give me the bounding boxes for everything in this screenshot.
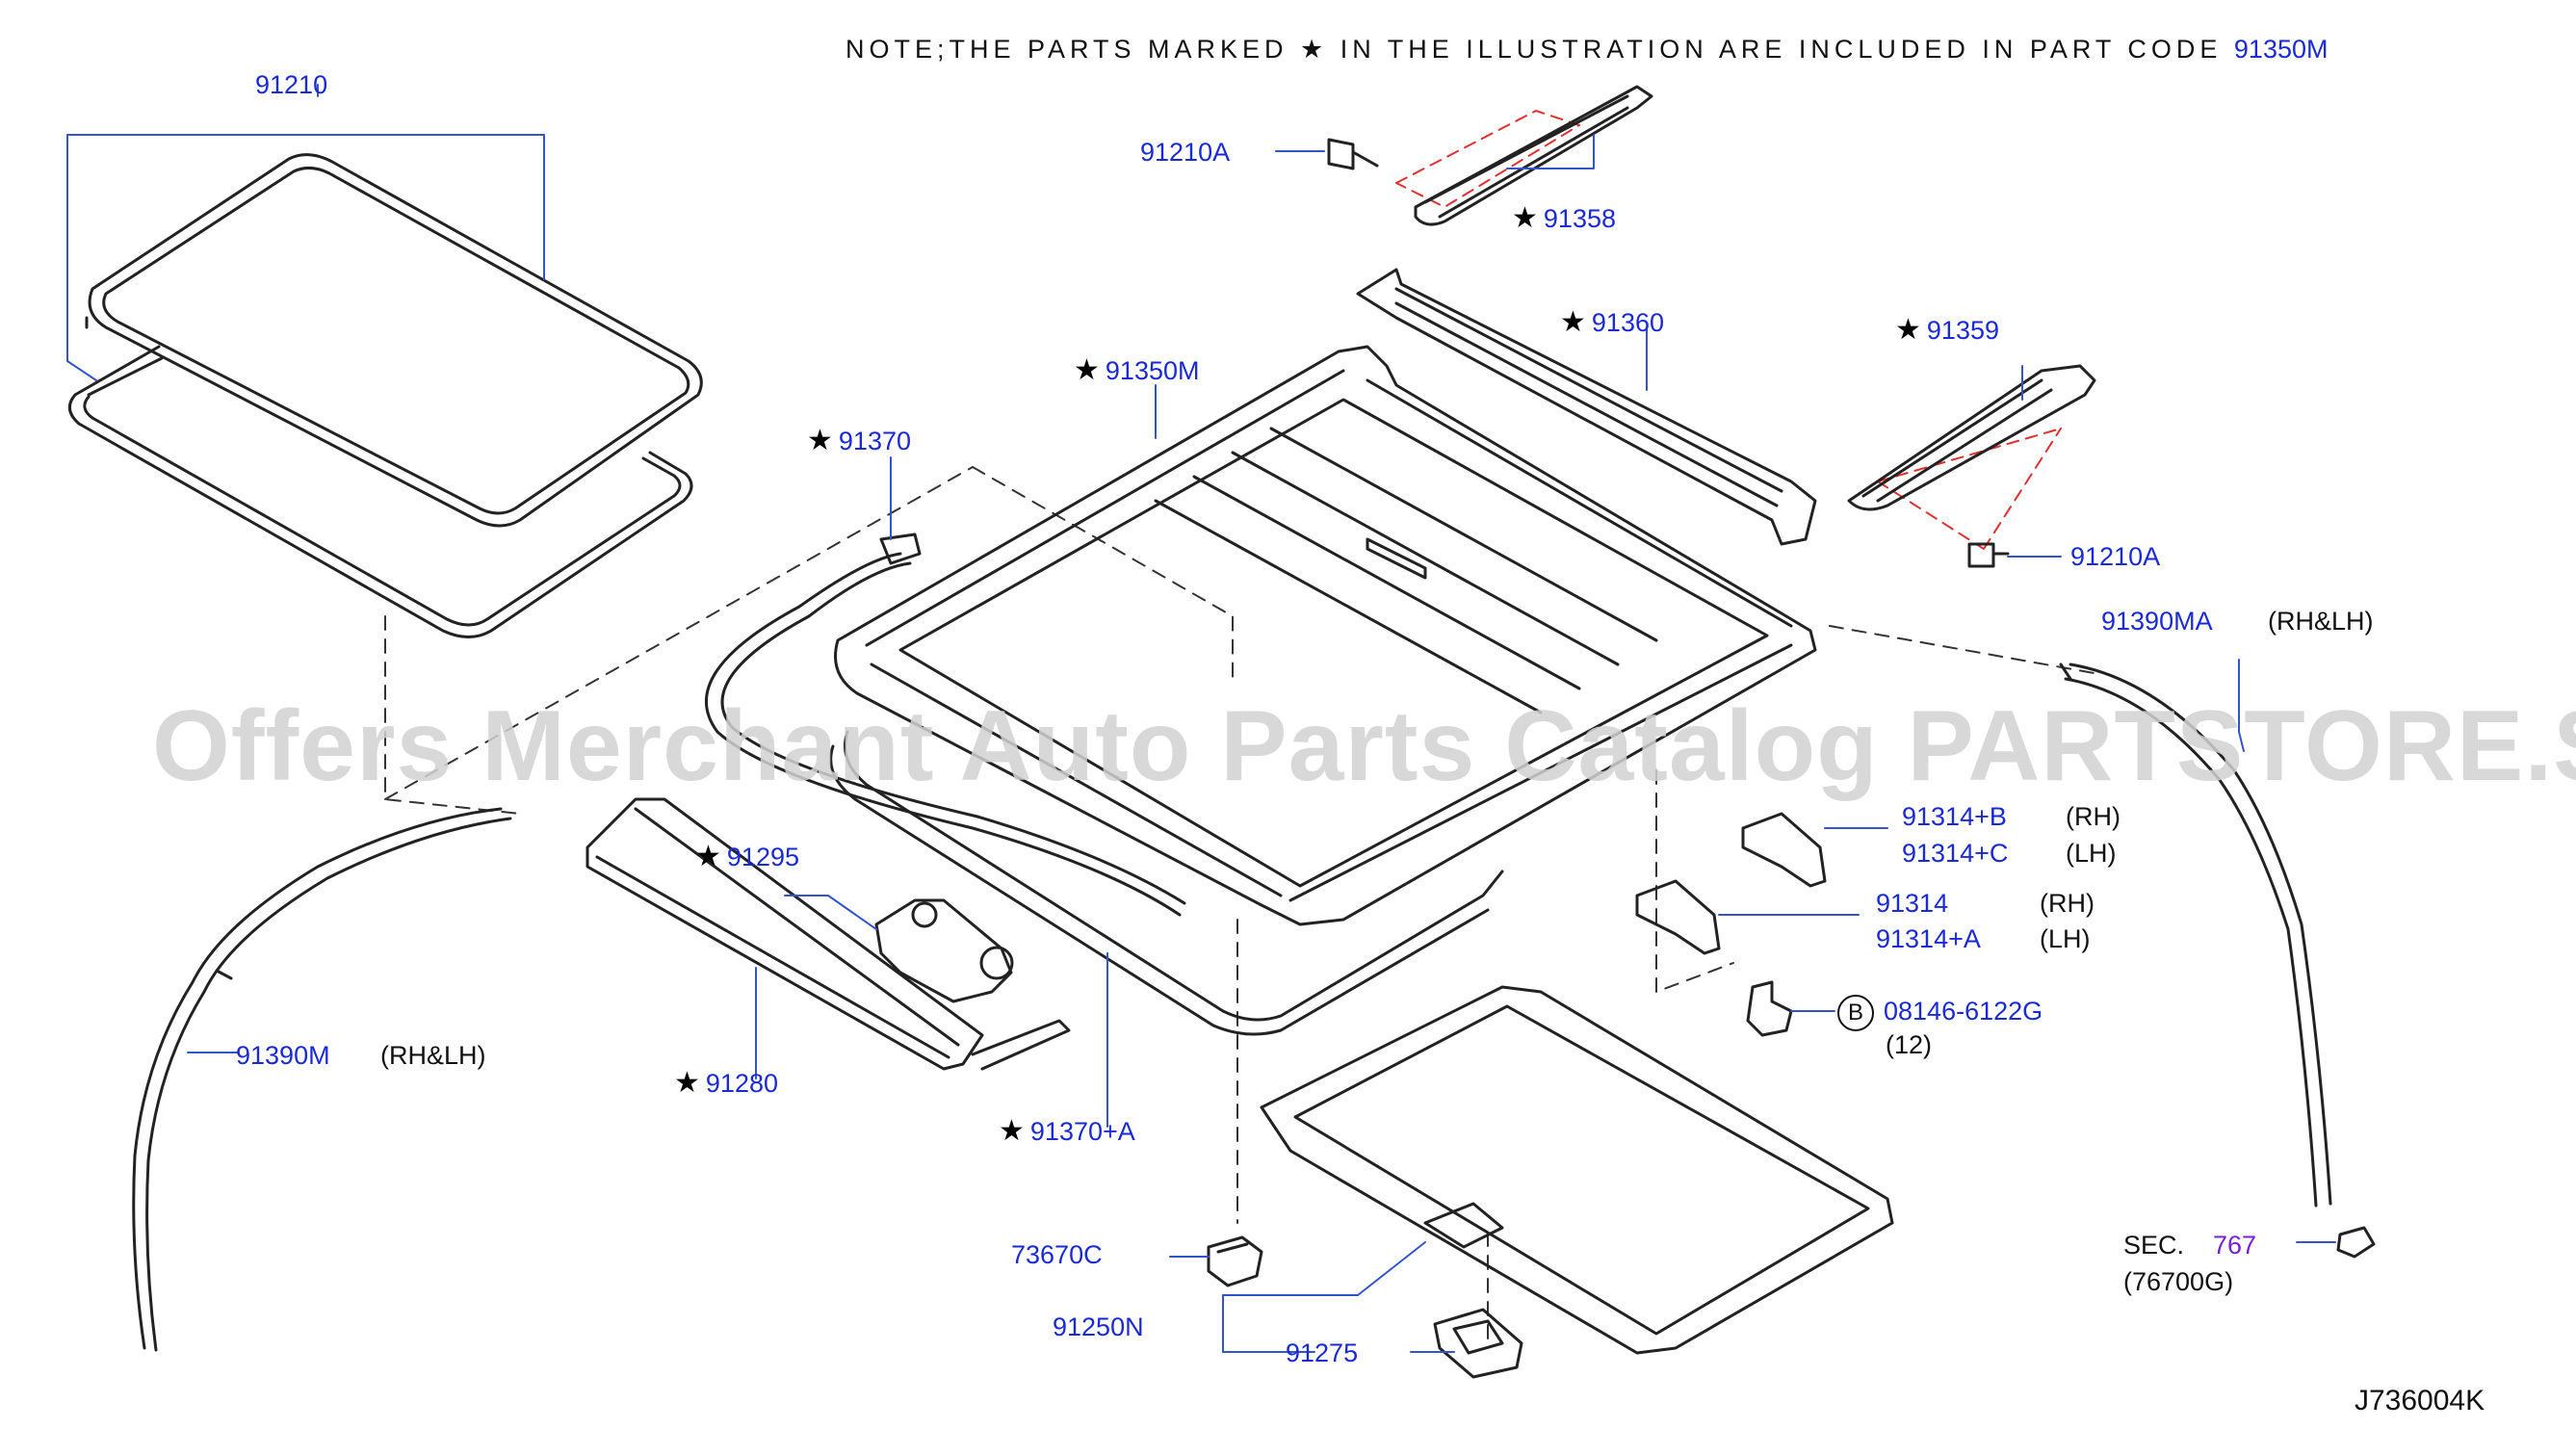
bracket-91359-drawing xyxy=(1847,364,2096,568)
label-rh-314: (RH) xyxy=(2040,889,2095,918)
label-lh-c: (LH) xyxy=(2066,839,2117,868)
bracket-91314-drawing xyxy=(1635,812,1827,1037)
label-91210A-top[interactable]: 91210A xyxy=(1140,138,1231,167)
sunshade-91280-drawing xyxy=(585,797,1071,1071)
label-91359-text: 91359 xyxy=(1926,316,1999,345)
label-91314A[interactable]: 91314+A xyxy=(1876,924,1981,953)
motor-91295-drawing xyxy=(874,898,1014,1003)
circle-b-icon: B xyxy=(1837,995,1874,1031)
label-sec: SEC. xyxy=(2123,1231,2185,1260)
label-91280-text: 91280 xyxy=(705,1069,778,1098)
label-91358-text: 91358 xyxy=(1543,204,1616,233)
label-91314B[interactable]: 91314+B xyxy=(1902,802,2007,831)
label-08146[interactable]: B 08146-6122G xyxy=(1837,995,2043,1031)
label-91370-text: 91370 xyxy=(838,427,911,455)
label-91370A[interactable]: ★91370+A xyxy=(999,1117,1135,1146)
label-91210[interactable]: 91210 xyxy=(255,70,328,99)
label-91390M[interactable]: 91390M xyxy=(236,1041,330,1070)
star-icon: ★ xyxy=(999,1115,1025,1147)
label-91370[interactable]: ★91370 xyxy=(807,427,911,455)
label-91370A-text: 91370+A xyxy=(1029,1117,1135,1146)
header-note: NOTE;THE PARTS MARKED ★ IN THE ILLUSTRAT… xyxy=(846,35,2328,65)
label-91250N[interactable]: 91250N xyxy=(1053,1312,1144,1341)
diagram-id: J736004K xyxy=(2355,1385,2485,1416)
seal-91370A-drawing xyxy=(829,730,1504,1036)
hose-91390M-drawing xyxy=(132,807,512,1352)
clip-767-drawing xyxy=(2336,1226,2376,1259)
label-sec-767[interactable]: 767 xyxy=(2213,1231,2257,1260)
star-icon: ★ xyxy=(807,425,833,456)
header-note-text: NOTE;THE PARTS MARKED ★ IN THE ILLUSTRAT… xyxy=(846,35,2223,64)
frame-91350M-drawing xyxy=(834,345,1817,926)
grommet-73670C-drawing xyxy=(1207,1235,1263,1287)
label-73670C[interactable]: 73670C xyxy=(1011,1240,1103,1269)
frame-91250N-drawing xyxy=(1260,985,1894,1355)
label-91295-text: 91295 xyxy=(726,843,799,871)
label-91350M[interactable]: ★91350M xyxy=(1074,356,1199,385)
label-91359[interactable]: ★91359 xyxy=(1895,316,1999,345)
label-08146-text: 08146-6122G xyxy=(1884,997,2043,1026)
bracket-91358-drawing xyxy=(1327,85,1653,226)
label-91358[interactable]: ★91358 xyxy=(1512,204,1616,233)
watermark: Offers Merchant Auto Parts Catalog PARTS… xyxy=(152,690,2576,802)
header-note-code: 91350M xyxy=(2233,35,2329,64)
label-lh-a: (LH) xyxy=(2040,924,2091,953)
label-91314C[interactable]: 91314+C xyxy=(1902,839,2009,868)
label-91390MA[interactable]: 91390MA xyxy=(2101,607,2213,636)
label-sec-code: (76700G) xyxy=(2123,1267,2234,1296)
label-rh-b: (RH) xyxy=(2066,802,2121,831)
label-91360[interactable]: ★91360 xyxy=(1560,308,1664,337)
hose-91390MA-drawing xyxy=(2059,663,2332,1208)
cable-91370-drawing xyxy=(704,533,1186,917)
label-91314[interactable]: 91314 xyxy=(1876,889,1949,918)
label-rhlh-right: (RH&LH) xyxy=(2268,607,2374,636)
label-91275[interactable]: 91275 xyxy=(1286,1338,1359,1367)
deflector-91360-drawing xyxy=(1356,268,1817,546)
star-icon: ★ xyxy=(1074,354,1100,386)
star-icon: ★ xyxy=(695,841,721,872)
label-rhlh-left: (RH&LH) xyxy=(380,1041,486,1070)
star-icon: ★ xyxy=(674,1067,700,1099)
label-91210A-right[interactable]: 91210A xyxy=(2070,542,2161,571)
star-icon: ★ xyxy=(1895,314,1921,346)
glass-panel-drawing xyxy=(67,153,703,638)
star-icon: ★ xyxy=(1560,306,1586,338)
label-qty: (12) xyxy=(1886,1030,1933,1059)
label-91295[interactable]: ★91295 xyxy=(695,843,799,871)
handle-91275-drawing xyxy=(1433,1308,1523,1379)
label-91350M-text: 91350M xyxy=(1105,356,1200,385)
star-icon: ★ xyxy=(1512,202,1538,234)
label-91360-text: 91360 xyxy=(1591,308,1664,337)
label-91280[interactable]: ★91280 xyxy=(674,1069,778,1098)
